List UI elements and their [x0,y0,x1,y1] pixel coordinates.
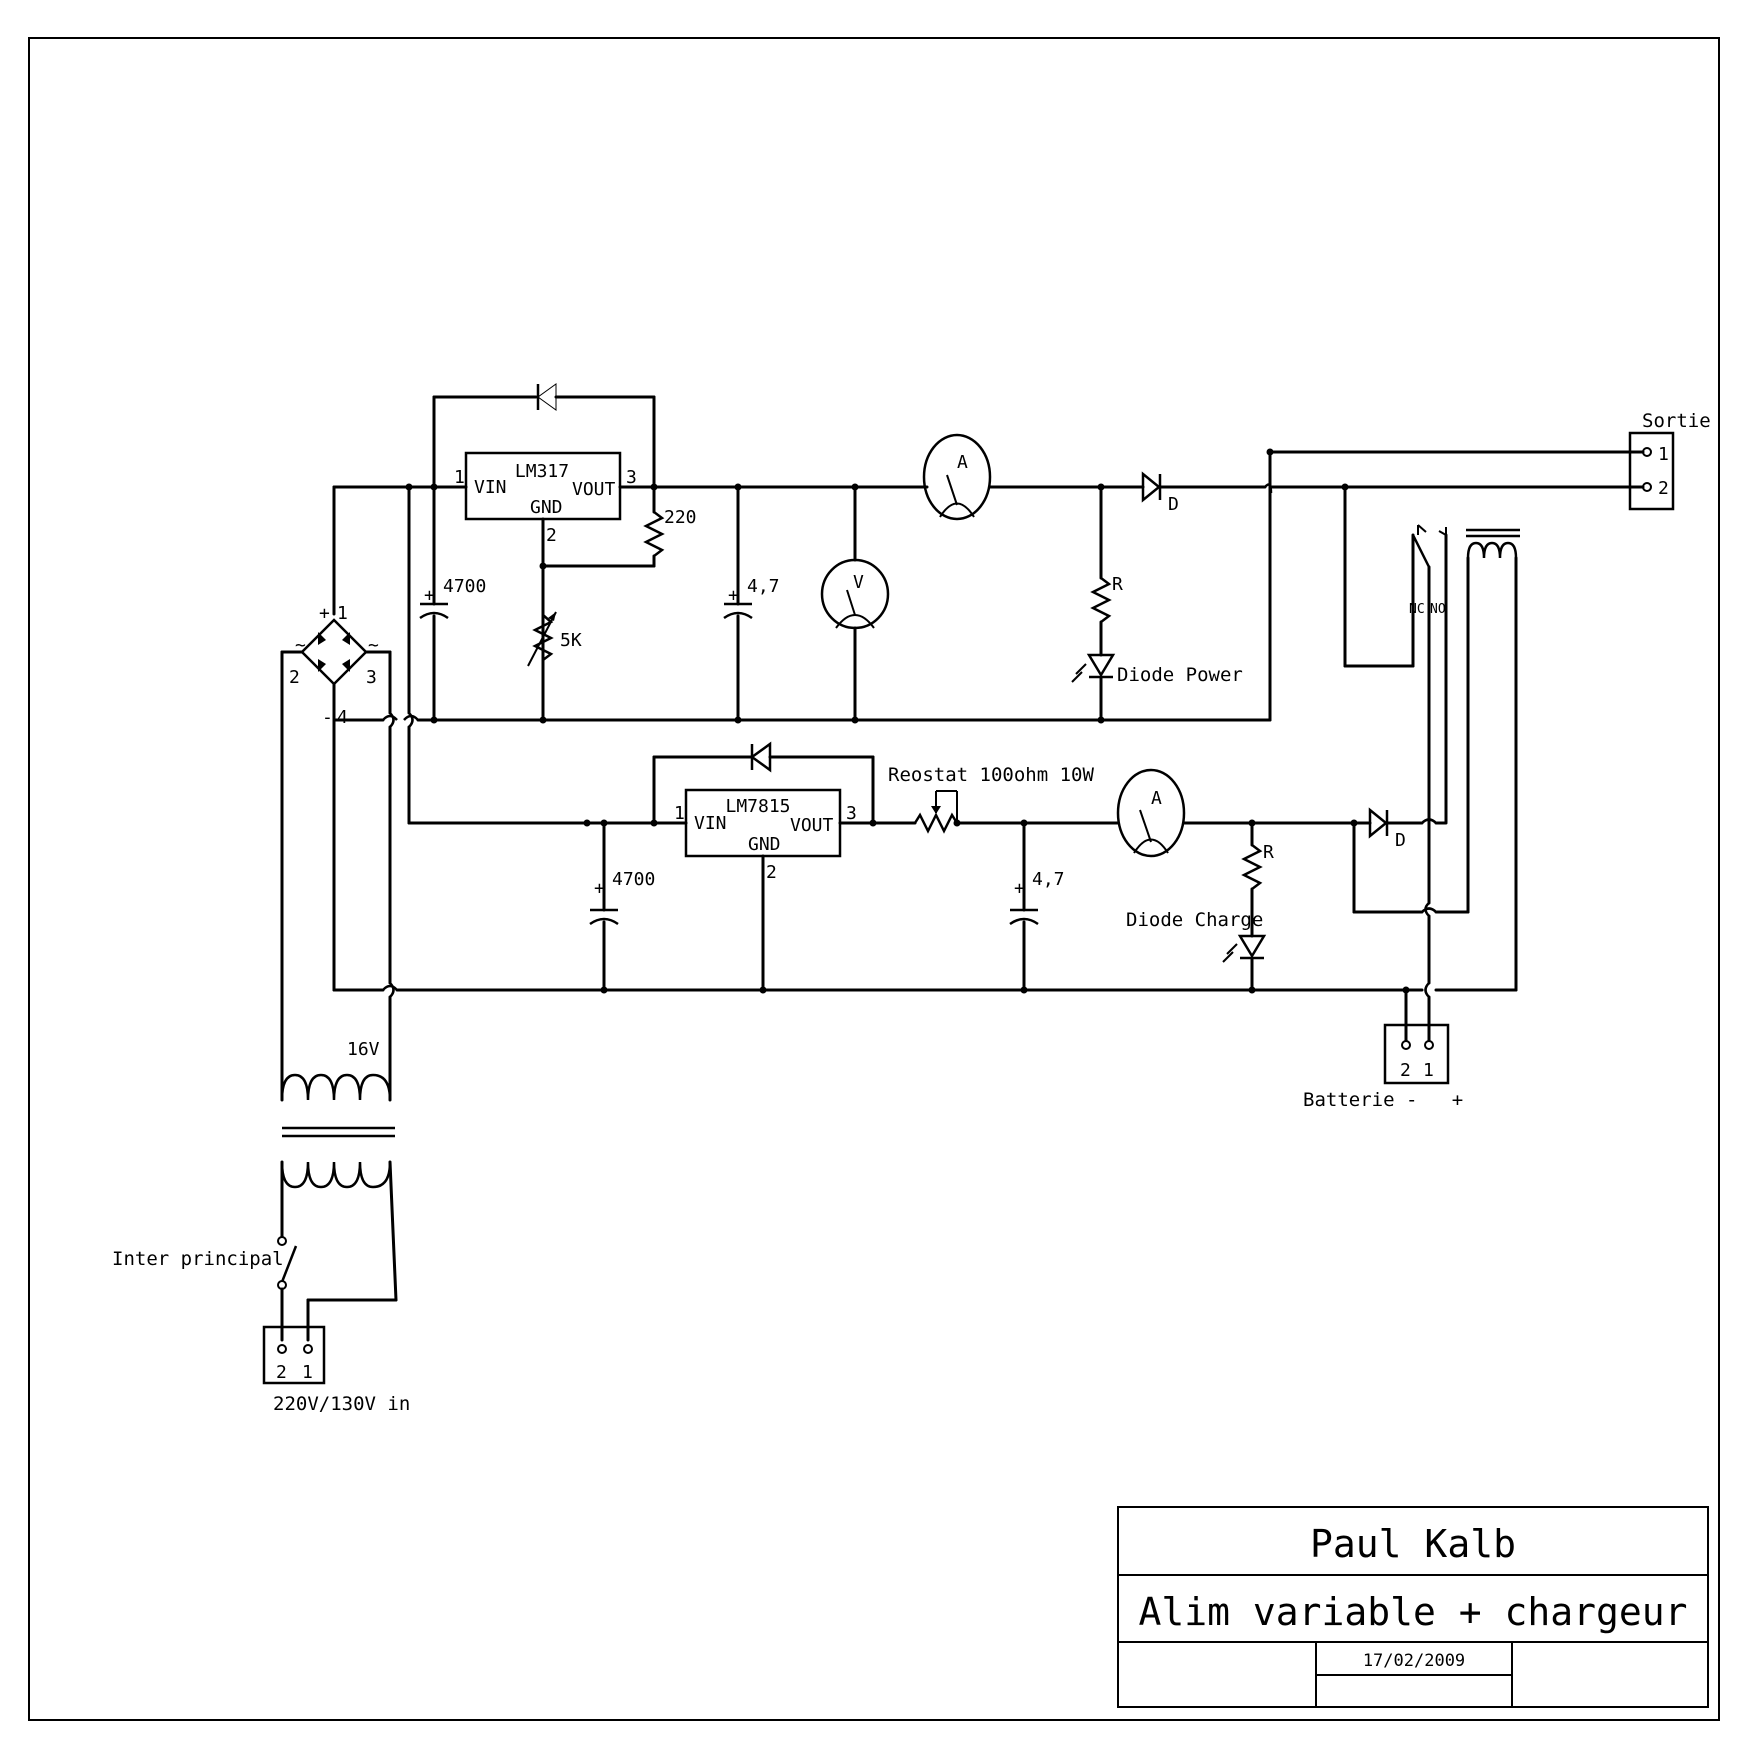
mains-pin2: 2 [276,1362,287,1383]
diode-d-top-label: D [1168,494,1179,515]
title-block: Paul Kalb Alim variable + chargeur 17/02… [1117,1506,1709,1708]
led-power [1086,653,1116,678]
svg-text:+: + [594,878,605,899]
relay-no-label: NO [1430,602,1446,617]
diode-d-bottom [1368,807,1388,839]
rheostat-label: Reostat 100ohm 10W [888,764,1094,786]
lm317-vin: VIN [474,477,507,498]
rheostat [913,812,959,834]
ammeter-top [922,433,992,521]
drawing-border [28,37,1720,1721]
transformer: 16V [280,1039,398,1342]
batterie-connector: 2 1 Batterie - + [1303,1023,1463,1111]
led-power-label: Diode Power [1117,664,1243,686]
lm7815-vout: VOUT [790,815,834,836]
cap-4700-bottom-label: 4700 [612,869,655,890]
sortie-label: Sortie [1642,410,1711,432]
lm317-pin2: 2 [546,525,557,546]
resistor-r-top-label: R [1112,574,1123,595]
bridge-rectifier: + 1 ~ ~ 2 3 - 4 [280,603,395,1102]
title-project: Alim variable + chargeur [1138,1590,1687,1634]
bridge-ac2: ~ [368,635,379,656]
resistor-r-top [1090,577,1112,623]
lm7815-gnd: GND [748,834,781,855]
bridge-p1: 1 [337,603,348,624]
resistor-r-bottom [1241,844,1263,890]
lm317-protection-diode [537,383,557,411]
svg-text:+: + [1014,878,1025,899]
ammeter-top-label: A [957,452,968,473]
title-author: Paul Kalb [1310,1522,1516,1566]
led-charge-label: Diode Charge [1126,909,1263,931]
sortie-pin1: 1 [1658,444,1669,465]
lm7815-pin1: 1 [674,803,685,824]
transformer-secondary [280,1073,392,1101]
ammeter-bottom [1116,768,1186,858]
cap-4-7-top-label: 4,7 [747,576,780,597]
lm317-gnd: GND [530,497,563,518]
voltmeter [820,558,890,630]
resistor-220-label: 220 [664,507,697,528]
pot-5k-label: 5K [560,630,582,651]
lm7815-vin: VIN [694,813,727,834]
cap-4-7-bottom-label: 4,7 [1032,869,1065,890]
bridge-minus: - [322,707,333,728]
transformer-secondary-label: 16V [347,1039,380,1060]
resistor-r-bottom-label: R [1263,842,1274,863]
transformer-primary [280,1161,392,1189]
svg-text:+: + [424,585,435,606]
lm7815-pin2: 2 [766,862,777,883]
lm317-vout: VOUT [572,479,616,500]
sortie-pin2: 2 [1658,478,1669,499]
relay: NC NO [1343,485,1520,992]
title-date: 17/02/2009 [1363,1651,1465,1671]
main-switch: Inter principal [112,1236,298,1342]
bridge-ac1: ~ [295,635,306,656]
main-switch-label: Inter principal [112,1248,284,1270]
mains-label: 220V/130V in [273,1393,410,1415]
bridge-p2: 2 [289,667,300,688]
svg-text:+: + [728,585,739,606]
sortie-connector: 1 2 Sortie [1621,410,1711,511]
batterie-pin1: 1 [1423,1060,1434,1081]
lm317-name: LM317 [515,461,569,482]
batterie-pin2: 2 [1400,1060,1411,1081]
relay-nc-label: NC [1409,602,1425,617]
diode-d-bottom-label: D [1395,830,1406,851]
bridge-plus: + [319,603,330,624]
lm317-section: LM317 VIN VOUT GND 1 3 2 220 5K 4700 + [332,383,1625,724]
lm7815-section: LM7815 VIN VOUT GND 1 3 2 4700 + Reostat… [332,485,1518,1042]
lm7815-name: LM7815 [725,796,790,817]
lm317-pin3: 3 [626,467,637,488]
led-charge [1237,934,1267,959]
mains-connector: 2 1 220V/130V in [262,1325,410,1415]
bridge-p3: 3 [366,667,377,688]
cap-4700-top-label: 4700 [443,576,486,597]
resistor-220 [643,511,665,557]
ammeter-bottom-label: A [1151,788,1162,809]
diode-d-top [1141,471,1161,503]
lm7815-pin3: 3 [846,803,857,824]
batterie-label: Batterie - + [1303,1089,1463,1111]
voltmeter-label: V [853,572,864,593]
relay-coil [1466,541,1518,559]
lm317-pin1: 1 [454,467,465,488]
bridge-p4: 4 [337,707,348,728]
lm7815-protection-diode [749,741,772,773]
mains-pin1: 1 [302,1362,313,1383]
